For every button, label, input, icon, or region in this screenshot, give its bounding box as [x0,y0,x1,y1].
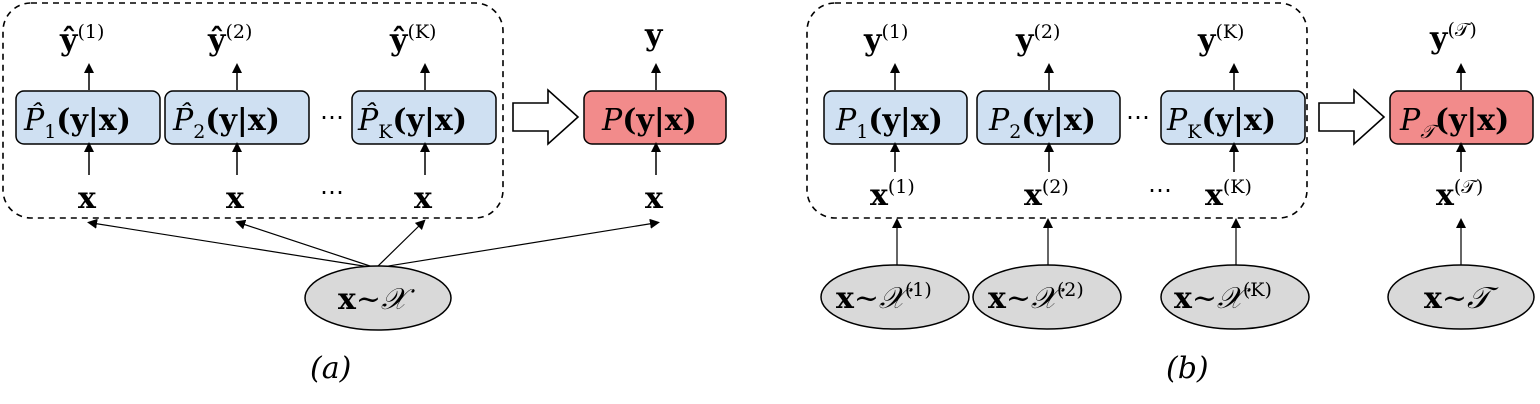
output-yhat-k: ŷ(K) [389,21,436,58]
source-distribution-b-1 [820,264,970,330]
model-label-b-2: P2(y|x) [988,103,1096,143]
source-distribution-b-2 [972,264,1122,330]
ellipsis-models-a: ⋯ [320,105,344,131]
output-y-k: y(K) [1197,21,1244,58]
model-label-b-k: PK(y|x) [1166,103,1276,143]
input-x-2: x [226,181,245,216]
output-y-1: y(1) [863,21,908,58]
caption-b: (b) [1166,351,1209,386]
target-input-x-b: x(𝒯) [1436,176,1483,213]
output-yhat-1: ŷ(1) [59,21,104,58]
input-b-x-2: x(2) [1024,176,1069,213]
model-label-2: P̂2(y|x) [172,103,280,143]
panel-a: ŷ(1) ŷ(2) ŷ(K) P̂1(y|x) P̂2(y|x) ⋯ P̂K(y… [2,2,727,386]
target-model-label: P(y|x) [601,103,697,138]
arrow-source-inputk [375,219,426,269]
source-label-a: x~𝒳 [338,282,415,317]
panel-b: y(1) y(2) y(K) P1(y|x) P2(y|x) ⋯ PK(y|x)… [806,2,1535,386]
target-output-y: y [644,18,664,53]
arrow-source-target-input [375,218,660,269]
target-model-label-b: P𝒯(y|x) [1399,103,1509,143]
target-distribution-b [1387,264,1535,330]
input-x-k: x [414,181,433,216]
source-distribution-a [304,265,452,331]
caption-a: (a) [310,351,351,386]
ellipsis-inputs-b: ⋯ [1148,178,1172,204]
arrow-source-input1 [87,218,377,269]
ensemble-dashed-box-a [2,2,504,219]
input-b-x-k: x(K) [1205,176,1252,213]
ellipsis-models-b: ⋯ [1126,105,1150,131]
output-yhat-2: ŷ(2) [207,21,252,58]
source-label-b-k: x~𝒳(K) [1174,279,1272,316]
ensemble-dashed-box-b [806,2,1308,219]
input-x-1: x [78,181,97,216]
block-arrow-a [512,88,580,146]
arrow-source-input2 [235,219,377,269]
target-source-label-b: x~𝒯 [1424,281,1499,316]
output-y-2: y(2) [1015,21,1060,58]
model-label-b-1: P1(y|x) [835,103,943,143]
model-label-1: P̂1(y|x) [23,103,131,143]
model-label-k: P̂K(y|x) [357,103,467,143]
block-arrow-b [1318,88,1386,146]
target-input-x: x [645,181,664,216]
source-label-b-2: x~𝒳(2) [988,279,1084,316]
ellipsis-inputs-a: ⋯ [320,180,344,206]
target-output-y-b: y(𝒯) [1429,19,1477,56]
source-distribution-b-k [1160,264,1310,330]
input-b-x-1: x(1) [870,176,915,213]
